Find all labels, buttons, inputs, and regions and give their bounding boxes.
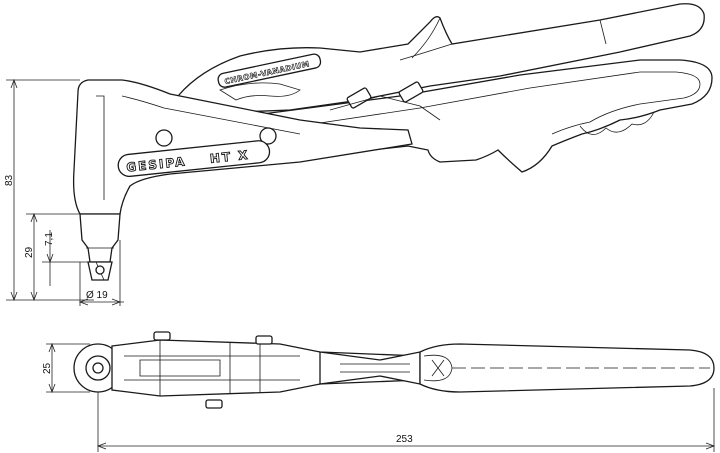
lower-handle-contour [299,71,701,135]
brand-name: GESIPA [126,154,187,174]
dim-nose-diameter: Ø 19 [86,290,108,301]
linkage-jaws [329,81,441,121]
top-bolt-2 [255,335,273,345]
top-bolt-3 [205,399,223,409]
side-dimensions: 83 29 7,1 Ø 19 [4,78,124,306]
dim-nose-height: 29 [24,246,35,258]
finger-grips [579,111,655,135]
top-dimensions: 25 253 [42,342,716,452]
top-bolt-1 [153,331,171,341]
head-contour [96,95,301,200]
dim-length: 253 [396,434,413,445]
pivot-rivet-2 [259,127,277,145]
upper-handle-contour [399,17,607,61]
side-view: CHROM-VANADIUM GESIPA HT X [72,3,713,281]
top-head-hole [92,362,104,374]
top-view [73,331,715,409]
dim-width: 25 [42,362,53,374]
dim-nose-offset: 7,1 [44,232,55,246]
brand-plate: GESIPA HT X [117,140,271,178]
model-name: HT X [209,148,250,166]
nose-hole [95,265,105,275]
upper-handle [176,3,705,113]
pivot-rivet-1 [155,129,173,147]
hinge-cutout [219,82,301,101]
top-body-detail [124,340,300,396]
dim-height-total: 83 [4,174,15,186]
nosepiece [79,213,121,263]
